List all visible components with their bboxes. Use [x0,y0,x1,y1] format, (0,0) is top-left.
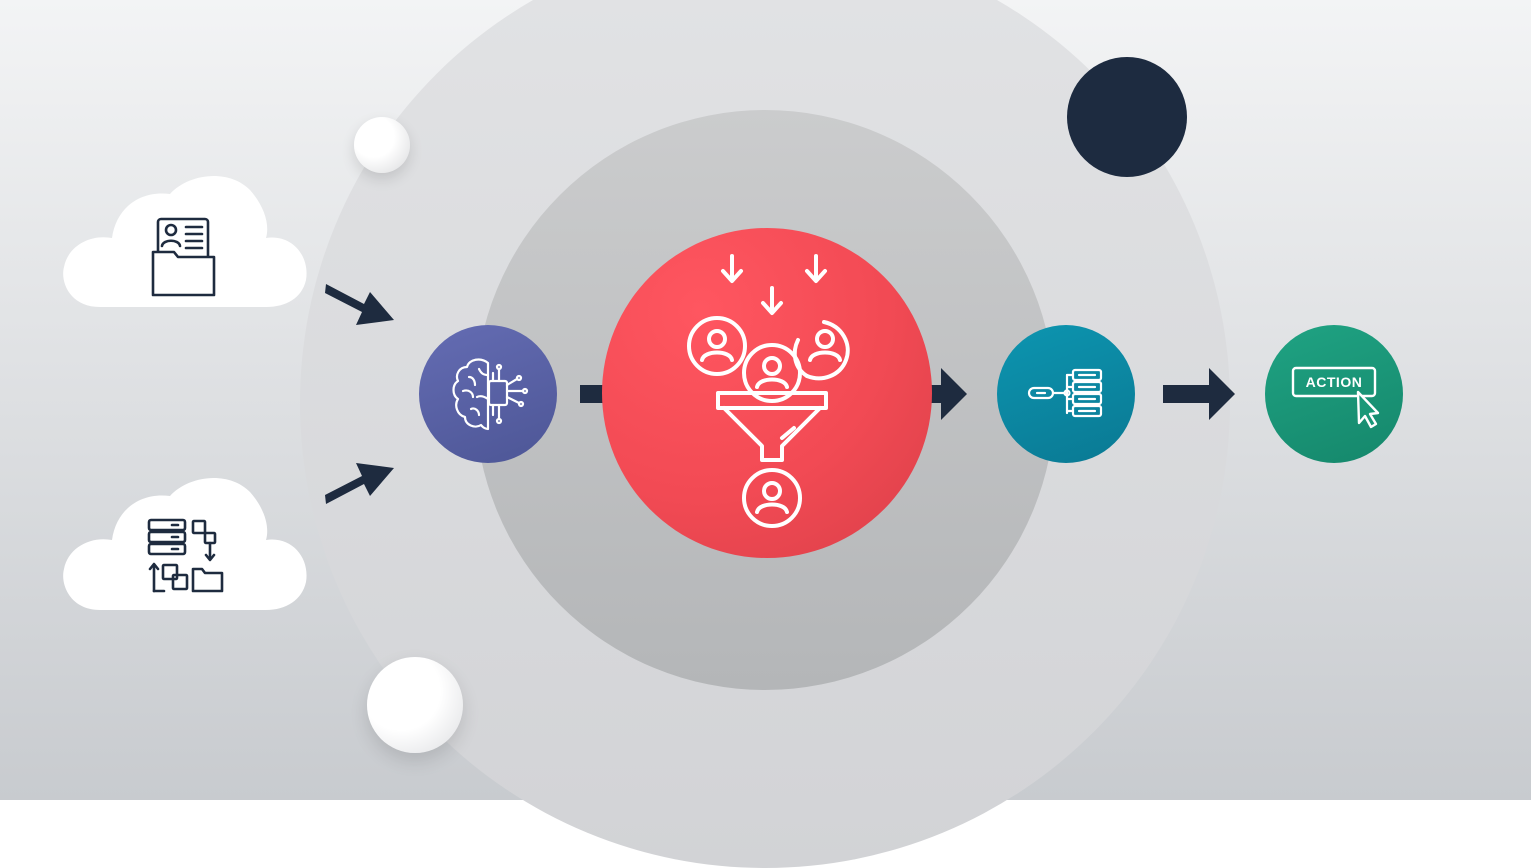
funnel-node [602,228,932,558]
arrow-workflow-to-action [1163,366,1237,422]
action-node: ACTION [1265,325,1403,463]
workflow-node [997,325,1135,463]
source-cloud-database [60,470,310,615]
navy-dot [1067,57,1187,177]
ai-node [419,325,557,463]
action-label: ACTION [1305,374,1363,390]
arrow-database-to-ai [325,462,398,520]
source-cloud-profiles [60,172,310,312]
large-white-sphere [367,657,463,753]
small-white-sphere [354,117,410,173]
arrow-profiles-to-ai [325,268,398,326]
